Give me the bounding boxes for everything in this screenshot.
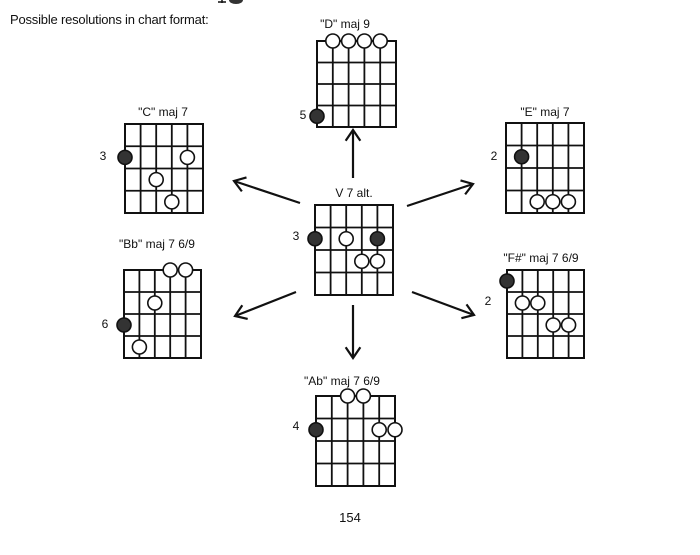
root-note-dot <box>499 273 515 289</box>
page-heading: Possible resolutions in chart format: <box>10 12 209 27</box>
chord-tone-circle <box>545 317 562 333</box>
chord-tone-circle <box>372 33 389 49</box>
fret-number: 3 <box>293 229 300 243</box>
chord-tone-circle <box>324 33 341 49</box>
fret-number: 5 <box>300 108 307 122</box>
chord-tone-circle <box>353 253 370 270</box>
root-note-dot <box>116 317 132 333</box>
chord-title: "E" maj 7 <box>520 105 570 119</box>
chord-tone-circle <box>131 339 148 355</box>
chord-title: "C" maj 7 <box>138 105 188 119</box>
chord-tone-circle <box>387 421 403 438</box>
chord-tone-circle <box>177 262 194 278</box>
arrow-down-left <box>233 290 297 320</box>
root-note-dot <box>309 108 325 125</box>
root-note-dot <box>307 230 323 247</box>
chord-diagram-v7-alt: V 7 alt. 3 <box>293 186 394 296</box>
chord-tone-circle <box>529 295 546 311</box>
chord-tone-circle <box>560 317 577 333</box>
chord-diagram-d-maj9: "D" maj 9 5 <box>300 17 397 128</box>
chord-tone-circle <box>544 193 561 210</box>
chord-tone-circle <box>147 295 163 311</box>
chord-diagram-e-maj7: "E" maj 7 2 <box>491 105 585 214</box>
chord-title: "F#" maj 7 6/9 <box>503 251 579 265</box>
arrow-down-right <box>411 290 476 320</box>
root-note-dot <box>513 148 530 165</box>
chord-tone-circle <box>560 193 577 210</box>
chord-tone-circle <box>529 193 546 210</box>
chord-diagram-bb-maj7: "Bb" maj 7 6/9 6 <box>102 237 202 359</box>
chord-tone-circle <box>371 421 388 438</box>
chord-title: "D" maj 9 <box>320 17 370 31</box>
chord-tone-circle <box>355 388 372 404</box>
chord-tone-circle <box>356 33 373 49</box>
chord-title: "Bb" maj 7 6/9 <box>119 237 195 251</box>
chord-tone-circle <box>162 262 178 278</box>
arrow-up-right <box>406 179 475 208</box>
chord-tone-circle <box>514 295 531 311</box>
fret-number: 2 <box>491 149 498 163</box>
chord-title: "Ab" maj 7 6/9 <box>304 374 380 388</box>
chord-tone-circle <box>340 33 357 49</box>
clipped-mark <box>229 0 243 4</box>
chord-tone-circle <box>369 253 386 270</box>
root-note-dot <box>117 149 133 166</box>
chord-tone-circle <box>148 171 164 188</box>
chord-diagram-ab-maj7: "Ab" maj 7 6/9 4 <box>293 374 403 487</box>
arrow-up-left <box>232 176 301 205</box>
fret-number: 3 <box>100 149 107 163</box>
root-note-dot <box>369 230 386 247</box>
clipped-mark <box>218 0 226 3</box>
arrow-up <box>344 128 362 178</box>
chord-diagram-c-maj7: "C" maj 7 3 <box>100 105 204 214</box>
chord-diagram-fs-maj7: "F#" maj 7 6/9 2 <box>485 251 585 359</box>
root-note-dot <box>308 421 324 438</box>
chord-tone-circle <box>338 230 355 247</box>
page-number: 154 <box>339 510 361 525</box>
chord-tone-circle <box>179 149 196 166</box>
arrow-down <box>344 305 362 360</box>
fret-number: 2 <box>485 294 492 308</box>
chord-title: V 7 alt. <box>335 186 372 200</box>
chord-tone-circle <box>164 194 180 210</box>
chord-tone-circle <box>339 388 356 404</box>
fret-number: 6 <box>102 317 109 331</box>
fret-number: 4 <box>293 419 300 433</box>
